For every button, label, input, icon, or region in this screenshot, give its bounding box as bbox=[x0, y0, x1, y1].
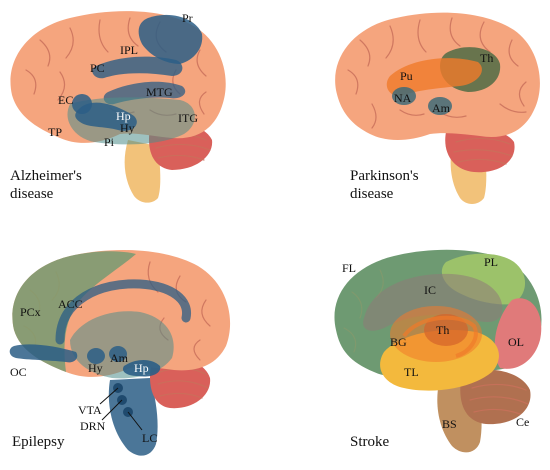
label-bs: BS bbox=[442, 417, 457, 431]
label-tp: TP bbox=[48, 125, 62, 139]
label-ec: EC bbox=[58, 93, 73, 107]
label-pl: PL bbox=[484, 255, 498, 269]
region-pr bbox=[138, 14, 203, 64]
region-hp bbox=[75, 102, 137, 131]
label-th: Th bbox=[480, 51, 493, 65]
region-ec bbox=[72, 94, 92, 114]
region-pu bbox=[386, 58, 482, 97]
region-hp bbox=[122, 360, 161, 377]
label-hy: Hy bbox=[88, 361, 103, 375]
brainstem bbox=[124, 140, 161, 203]
label-hy: Hy bbox=[120, 121, 135, 135]
label-mtg: MTG bbox=[146, 85, 173, 99]
caption-parkinsons-2: disease bbox=[350, 186, 394, 202]
label-pi: Pi bbox=[104, 135, 115, 149]
label-ol: OL bbox=[508, 335, 524, 349]
panel-stroke: FL PL IC Th BG OL TL BS Ce Stroke bbox=[334, 249, 542, 453]
label-pr: Pr bbox=[182, 11, 193, 25]
panel-parkinsons: Th Pu NA Am Parkinson's disease bbox=[335, 12, 540, 204]
label-vta: VTA bbox=[78, 403, 102, 417]
label-itg: ITG bbox=[178, 111, 198, 125]
region-pcx bbox=[12, 251, 136, 372]
label-na: NA bbox=[394, 91, 412, 105]
label-pcx: PCx bbox=[20, 305, 41, 319]
region-ol bbox=[494, 298, 542, 369]
label-ic: IC bbox=[424, 283, 436, 297]
caption-parkinsons-1: Parkinson's bbox=[350, 168, 419, 184]
caption-alzheimers-1: Alzheimer's bbox=[10, 168, 82, 184]
label-bg: BG bbox=[390, 335, 407, 349]
region-pc bbox=[92, 56, 183, 79]
leader-vta bbox=[99, 387, 119, 405]
label-hp: Hp bbox=[116, 109, 131, 123]
region-bg-arc bbox=[402, 315, 478, 358]
region-am bbox=[428, 97, 452, 115]
region-th bbox=[424, 314, 468, 346]
label-drn: DRN bbox=[80, 419, 106, 433]
leader-lc bbox=[127, 411, 143, 431]
label-oc: OC bbox=[10, 365, 27, 379]
label-ipl: IPL bbox=[120, 43, 138, 57]
label-hp: Hp bbox=[134, 361, 149, 375]
label-pu: Pu bbox=[400, 69, 413, 83]
label-pc: PC bbox=[90, 61, 105, 75]
label-tl: TL bbox=[404, 365, 419, 379]
label-ce: Ce bbox=[516, 415, 529, 429]
region-acc bbox=[55, 279, 192, 345]
label-acc: ACC bbox=[58, 297, 83, 311]
label-th: Th bbox=[436, 323, 449, 337]
caption-alzheimers-2: disease bbox=[10, 186, 54, 202]
caption-epilepsy: Epilepsy bbox=[12, 434, 65, 450]
caption-stroke: Stroke bbox=[350, 434, 390, 450]
label-fl: FL bbox=[342, 261, 356, 275]
label-am: Am bbox=[110, 351, 129, 365]
region-am bbox=[109, 346, 127, 362]
region-hy bbox=[87, 348, 105, 364]
leader-drn bbox=[101, 399, 123, 421]
label-lc: LC bbox=[142, 431, 157, 445]
region-na bbox=[392, 87, 416, 105]
panel-alzheimers: Pr IPL PC MTG EC Hp Hy ITG TP Pi Alzheim… bbox=[10, 11, 226, 203]
region-oc bbox=[9, 344, 78, 363]
label-am: Am bbox=[432, 101, 451, 115]
panel-epilepsy: PCx ACC OC Hy Am Hp VTA DRN LC Epilepsy bbox=[9, 250, 231, 456]
